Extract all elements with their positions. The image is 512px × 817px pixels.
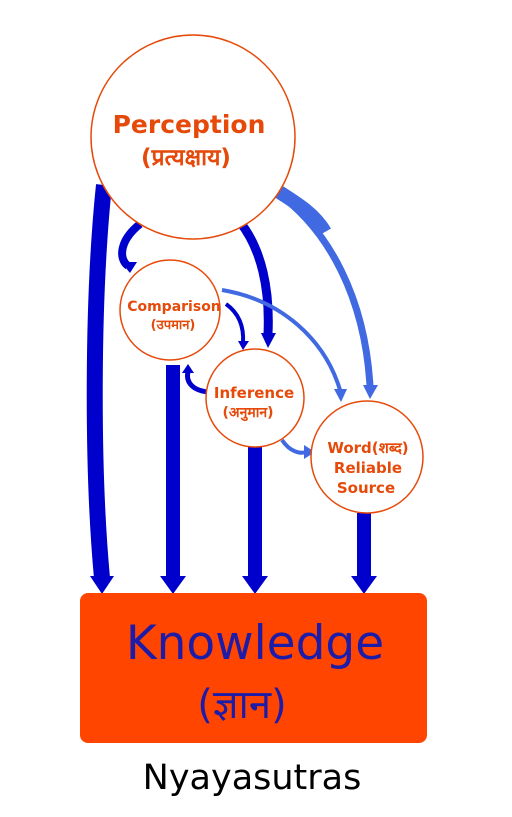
word-title: Word(शब्द) xyxy=(327,439,408,457)
arrow-comparison-to-knowledge xyxy=(160,365,186,594)
arrow-perception-to-comparison xyxy=(118,220,143,273)
perception-title: Perception xyxy=(113,110,266,139)
node-comparison: Comparison (उपमान) xyxy=(119,259,221,361)
node-perception: Perception (प्रत्यक्षाय) xyxy=(90,34,296,240)
inference-subtitle: (अनुमान) xyxy=(222,405,273,422)
word-line-source: Source xyxy=(337,479,395,497)
arrow-perception-to-knowledge xyxy=(86,184,114,594)
arrow-word-to-knowledge xyxy=(351,513,377,594)
perception-subtitle: (प्रत्यक्षाय) xyxy=(141,145,231,171)
knowledge-subtitle: (ज्ञान) xyxy=(197,682,286,728)
comparison-title: Comparison xyxy=(127,299,221,315)
word-line-reliable: Reliable xyxy=(334,459,402,477)
knowledge-title: Knowledge xyxy=(126,616,384,671)
knowledge-box: Knowledge (ज्ञान) xyxy=(80,593,427,743)
node-word: Word(शब्द) Reliable Source xyxy=(310,400,424,514)
arrow-perception-to-word xyxy=(272,184,378,399)
comparison-subtitle: (उपमान) xyxy=(151,318,196,333)
arrow-comparison-to-inference xyxy=(224,302,249,350)
arrow-perception-to-inference xyxy=(236,219,276,348)
inference-title: Inference xyxy=(214,384,294,402)
arrow-comparison-to-word xyxy=(221,288,347,402)
node-inference: Inference (अनुमान) xyxy=(205,348,305,448)
arrow-inference-to-comparison xyxy=(182,364,209,395)
diagram-caption: Nyayasutras xyxy=(143,758,362,798)
arrow-inference-to-knowledge xyxy=(242,447,268,594)
arrow-inference-to-word xyxy=(280,438,315,459)
